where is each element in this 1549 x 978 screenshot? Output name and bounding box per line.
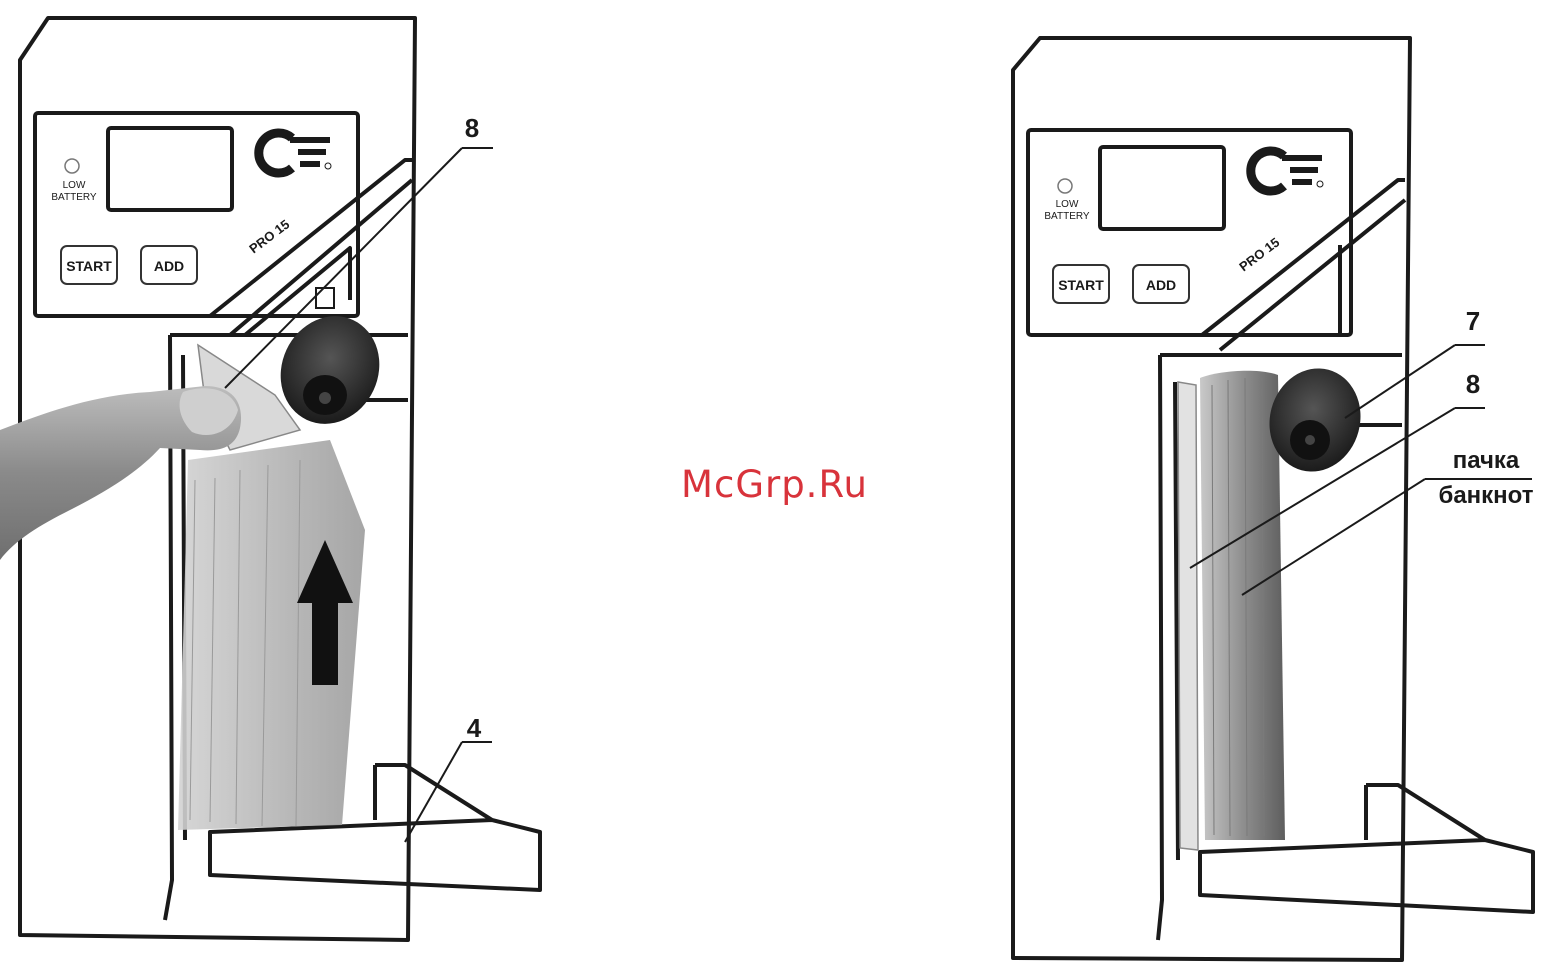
- left-callout-8-label: 8: [465, 113, 479, 143]
- right-display: [1100, 147, 1224, 229]
- right-add-label: ADD: [1146, 277, 1176, 293]
- right-add-button[interactable]: ADD: [1133, 265, 1189, 303]
- watermark: McGrp.Ru: [0, 463, 1549, 506]
- right-start-label: START: [1058, 277, 1104, 293]
- left-led-label-2: BATTERY: [51, 192, 97, 203]
- left-callout-4-label: 4: [467, 713, 482, 743]
- left-led-label-1: LOW: [63, 180, 86, 191]
- left-add-button[interactable]: ADD: [141, 246, 197, 284]
- right-start-button[interactable]: START: [1053, 265, 1109, 303]
- right-led-label-2: BATTERY: [1044, 211, 1090, 222]
- left-display: [108, 128, 232, 210]
- right-callout-8-label: 8: [1466, 369, 1480, 399]
- right-led-label-1: LOW: [1056, 199, 1079, 210]
- left-add-label: ADD: [154, 258, 184, 274]
- left-led: [65, 159, 79, 173]
- right-callout-7-label: 7: [1466, 306, 1480, 336]
- right-led: [1058, 179, 1072, 193]
- left-start-button[interactable]: START: [61, 246, 117, 284]
- right-guide-plate: [1178, 382, 1198, 850]
- left-start-label: START: [66, 258, 112, 274]
